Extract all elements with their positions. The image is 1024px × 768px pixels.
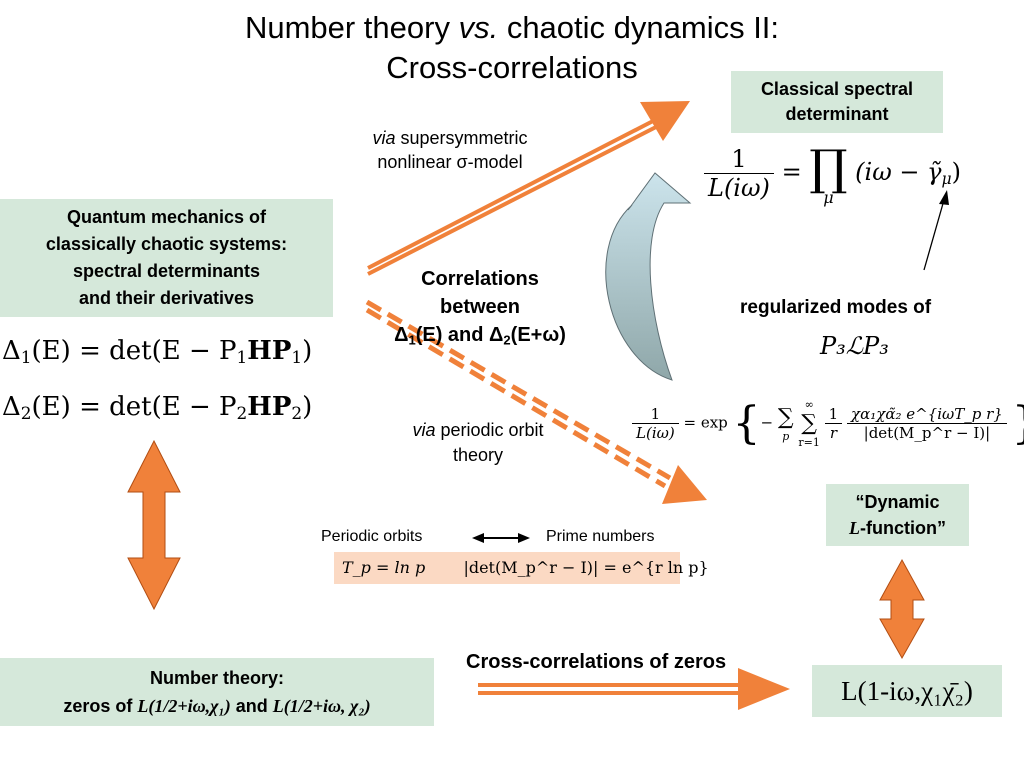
qm-line-3: spectral determinants [72,261,261,281]
delta1-equation: Δ1(E) = det(E − P1HP1) [2,336,313,368]
via-periodic-orbit-label: via periodic orbit theory [412,420,544,465]
susy-arrow [367,101,690,276]
via-susy-label: via supersymmetric nonlinear σ-model [372,128,528,172]
regularized-formula: P₃ℒP₃ [820,332,889,360]
quantum-mechanics-box: Quantum mechanics of classically chaotic… [0,199,333,317]
periodic-orbits-label: Periodic orbits [321,528,423,545]
title-line-2: Cross-correlations [386,50,638,85]
right-vertical-arrow [879,558,925,660]
qm-line-4: and their derivatives [78,288,255,308]
curved-arrow [605,172,692,381]
delta2-equation: Δ2(E) = det(E − P2HP2) [2,392,313,424]
cross-correlations-label: Cross-correlations of zeros [466,651,727,673]
qm-line-2: classically chaotic systems: [45,234,288,254]
slide-title: Number theory vs. chaotic dynamics II: C… [0,8,1024,88]
periodic-orbit-arrow [365,299,707,504]
dynamic-l-function-box: “Dynamic L-function” [826,484,969,546]
regularized-label: regularized modes of [740,297,932,318]
prime-numbers-label: Prime numbers [546,528,655,545]
classical-spectral-box: Classical spectral determinant [731,71,943,133]
pointer-arrow [923,190,949,271]
qm-line-1: Quantum mechanics of [66,207,267,227]
correlations-label: Correlations between Δ1(E) and Δ2(E+ω) [394,268,566,348]
po-prime-formula-band: T_p = ln p |det(M_p^r − I)| = e^{r ln p} [334,552,709,584]
cross-correlation-arrow [478,668,790,710]
left-vertical-arrow [127,439,181,611]
double-headed-arrow [472,533,530,543]
number-theory-box: Number theory: zeros of L(1/2+iω,χ₁) and… [0,658,434,726]
l-function-box: L(1-iω,χ₁χ̄₂) [812,665,1002,717]
title-line-1: Number theory vs. chaotic dynamics II: [244,10,780,45]
